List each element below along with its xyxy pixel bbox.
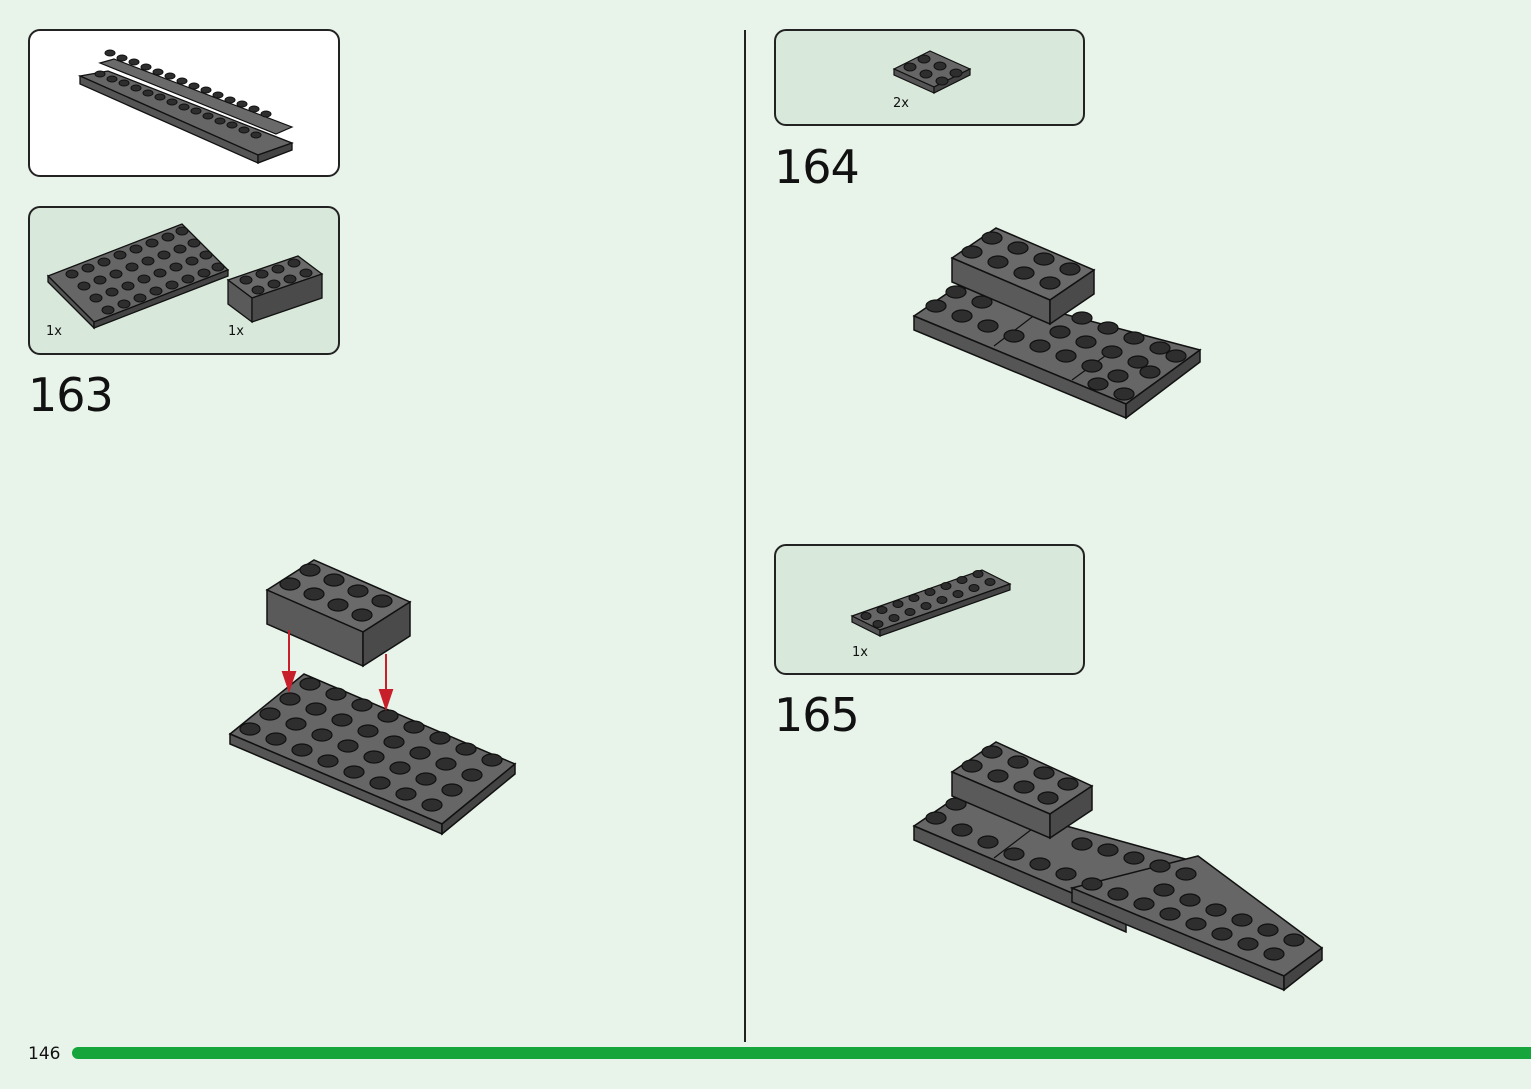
previous-assembly-box bbox=[28, 29, 340, 177]
plate-2x8-icon bbox=[850, 569, 1012, 637]
step-165-parts-box: 1x bbox=[774, 544, 1085, 675]
part-qty: 1x bbox=[228, 324, 244, 339]
part-qty: 1x bbox=[852, 645, 868, 660]
step-164-parts-box: 2x bbox=[774, 29, 1085, 126]
part-qty: 1x bbox=[46, 324, 62, 339]
step-number: 165 bbox=[774, 688, 860, 742]
step-165-illustration bbox=[912, 741, 1324, 992]
plate-assembly-illustration bbox=[77, 49, 294, 164]
page-divider bbox=[744, 30, 746, 1042]
part-qty: 2x bbox=[893, 96, 909, 111]
step-164-illustration bbox=[912, 227, 1202, 420]
page-number: 146 bbox=[28, 1044, 61, 1064]
step-number: 163 bbox=[28, 368, 114, 422]
step-163-illustration bbox=[228, 559, 517, 836]
step-number: 164 bbox=[774, 140, 860, 194]
plate-4x8-icon bbox=[46, 223, 324, 330]
plate-2x3-icon bbox=[892, 50, 972, 94]
placement-arrow bbox=[281, 630, 394, 712]
step-163-parts-box: 1x 1x bbox=[28, 206, 340, 355]
footer-accent-bar bbox=[72, 1047, 1531, 1059]
